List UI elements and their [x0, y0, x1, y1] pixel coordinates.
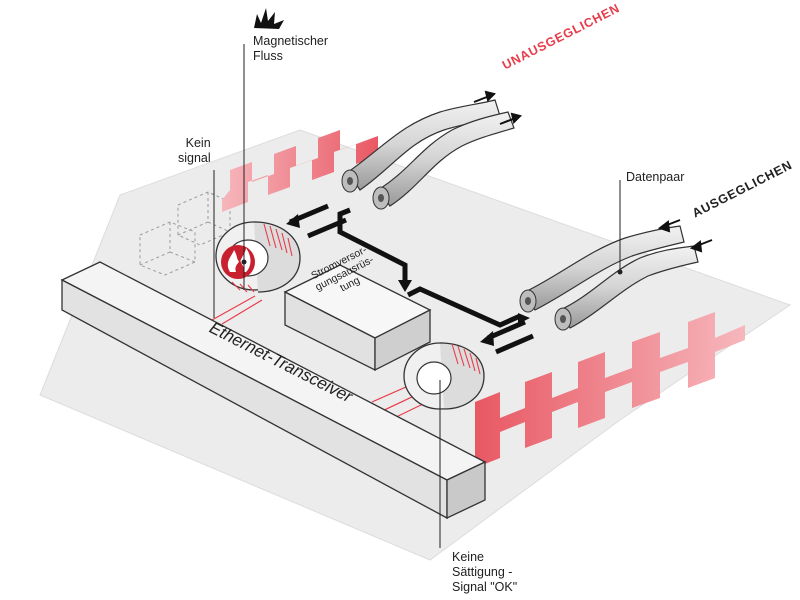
arrow-heads — [286, 214, 530, 346]
top-cable-pair — [341, 99, 515, 210]
burst-icon — [254, 8, 284, 29]
lower-signal-wave — [475, 312, 745, 468]
leader-lines — [213, 44, 621, 548]
upper-signal-wave — [222, 130, 378, 212]
cable-direction-arrows — [473, 90, 713, 253]
ok-signal-label: Keine Sättigung - Signal "OK" — [452, 550, 518, 594]
datapair-leader-dot — [617, 269, 623, 275]
ethernet-transceiver — [60, 261, 487, 520]
fire-icon — [221, 245, 255, 279]
flux-leader-dot — [241, 259, 247, 265]
right-cable-pair — [519, 225, 699, 331]
no-signal-label: Kein signal — [178, 136, 211, 165]
ok-core — [403, 342, 485, 410]
magnetic-flux-label: Magnetischer Fluss — [253, 34, 329, 63]
power-supply-box — [283, 264, 432, 372]
data-pair-label: Datenpaar — [626, 170, 685, 184]
